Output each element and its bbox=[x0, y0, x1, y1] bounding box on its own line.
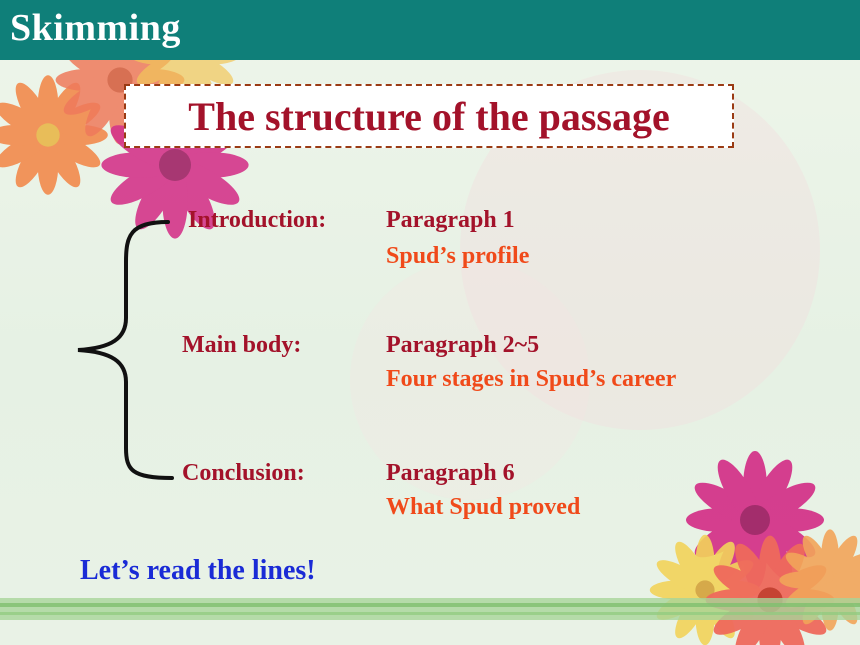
section-paragraph-conclusion: Paragraph 6 bbox=[386, 460, 515, 486]
box-title: The structure of the passage bbox=[188, 93, 670, 139]
title-box: The structure of the passage bbox=[124, 84, 734, 148]
section-paragraph-introduction: Paragraph 1 bbox=[386, 207, 515, 233]
header-bar: Skimming bbox=[0, 0, 860, 60]
section-label-introduction: Introduction: bbox=[188, 207, 327, 233]
section-desc-introduction: Spud’s profile bbox=[386, 243, 530, 269]
section-paragraph-main-body: Paragraph 2~5 bbox=[386, 332, 540, 358]
section-desc-main-body: Four stages in Spud’s career bbox=[386, 366, 677, 392]
footer-instruction: Let’s read the lines! bbox=[80, 555, 316, 586]
header-title: Skimming bbox=[10, 7, 181, 49]
section-label-conclusion: Conclusion: bbox=[182, 460, 305, 486]
section-desc-conclusion: What Spud proved bbox=[386, 494, 581, 520]
section-label-main-body: Main body: bbox=[182, 332, 302, 358]
